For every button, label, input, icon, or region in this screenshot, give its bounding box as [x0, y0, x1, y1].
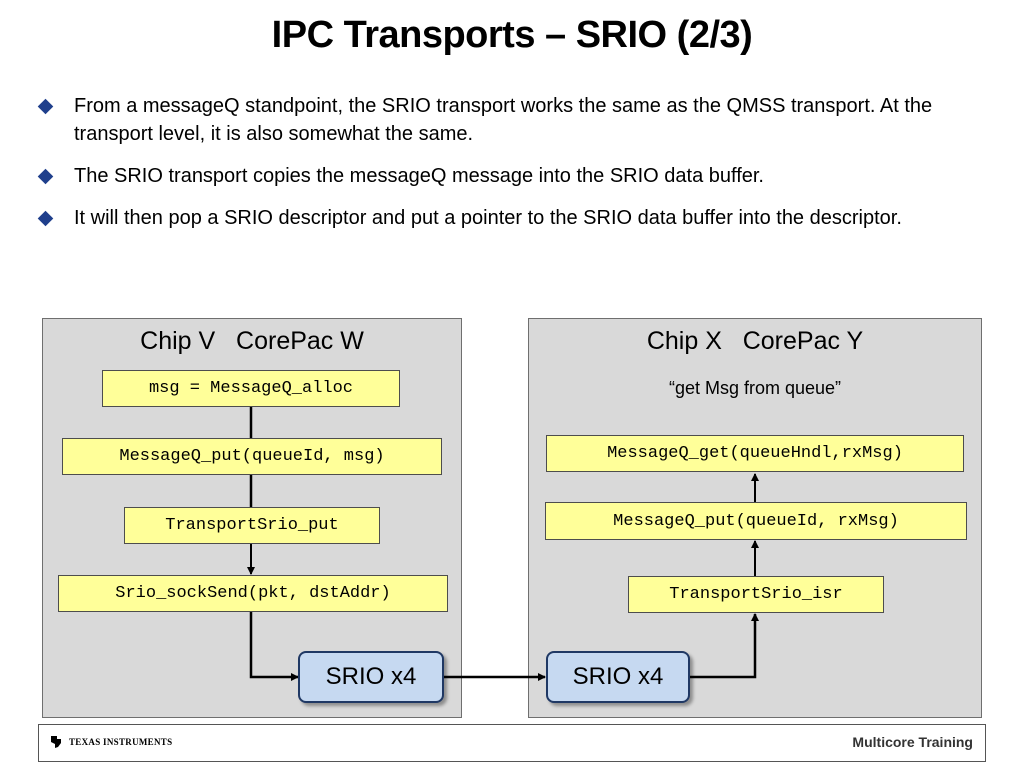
- ti-state-icon: [51, 736, 61, 748]
- arrow-socksend-to-srio: [249, 612, 299, 681]
- bullet-item: From a messageQ standpoint, the SRIO tra…: [37, 92, 998, 148]
- step-messageq-put-rx: MessageQ_put(queueId, rxMsg): [545, 502, 967, 540]
- get-msg-caption: “get Msg from queue”: [668, 378, 842, 398]
- footer-label: Multicore Training: [852, 734, 973, 750]
- bullet-item: The SRIO transport copies the messageQ m…: [37, 162, 998, 190]
- ti-logo: Texas Instruments: [49, 735, 172, 749]
- ti-logo-text: Texas Instruments: [69, 737, 173, 747]
- footer-bar: Texas Instruments Multicore Training: [38, 724, 986, 762]
- step-messageq-get: MessageQ_get(queueHndl,rxMsg): [546, 435, 964, 472]
- right-panel-title: Chip X CorePac Y: [646, 327, 864, 355]
- step-transportsrio-put: TransportSrio_put: [124, 507, 380, 544]
- step-messageq-put: MessageQ_put(queueId, msg): [62, 438, 442, 475]
- step-srio-socksend: Srio_sockSend(pkt, dstAddr): [58, 575, 448, 612]
- bullet-item: It will then pop a SRIO descriptor and p…: [37, 204, 998, 232]
- bullet-list: From a messageQ standpoint, the SRIO tra…: [37, 92, 998, 246]
- bullet-text: The SRIO transport copies the messageQ m…: [74, 165, 764, 187]
- slide-title: IPC Transports – SRIO (2/3): [271, 14, 753, 56]
- arrow-srio-to-isr: [690, 613, 759, 679]
- left-srio-block: SRIO x4: [298, 651, 444, 703]
- right-srio-block: SRIO x4: [546, 651, 690, 703]
- bullet-text: It will then pop a SRIO descriptor and p…: [74, 207, 902, 229]
- step-transportsrio-isr: TransportSrio_isr: [628, 576, 884, 613]
- step-messageq-alloc: msg = MessageQ_alloc: [102, 370, 400, 407]
- bullet-text: From a messageQ standpoint, the SRIO tra…: [74, 95, 933, 145]
- left-panel-title: Chip V CorePac W: [140, 327, 364, 355]
